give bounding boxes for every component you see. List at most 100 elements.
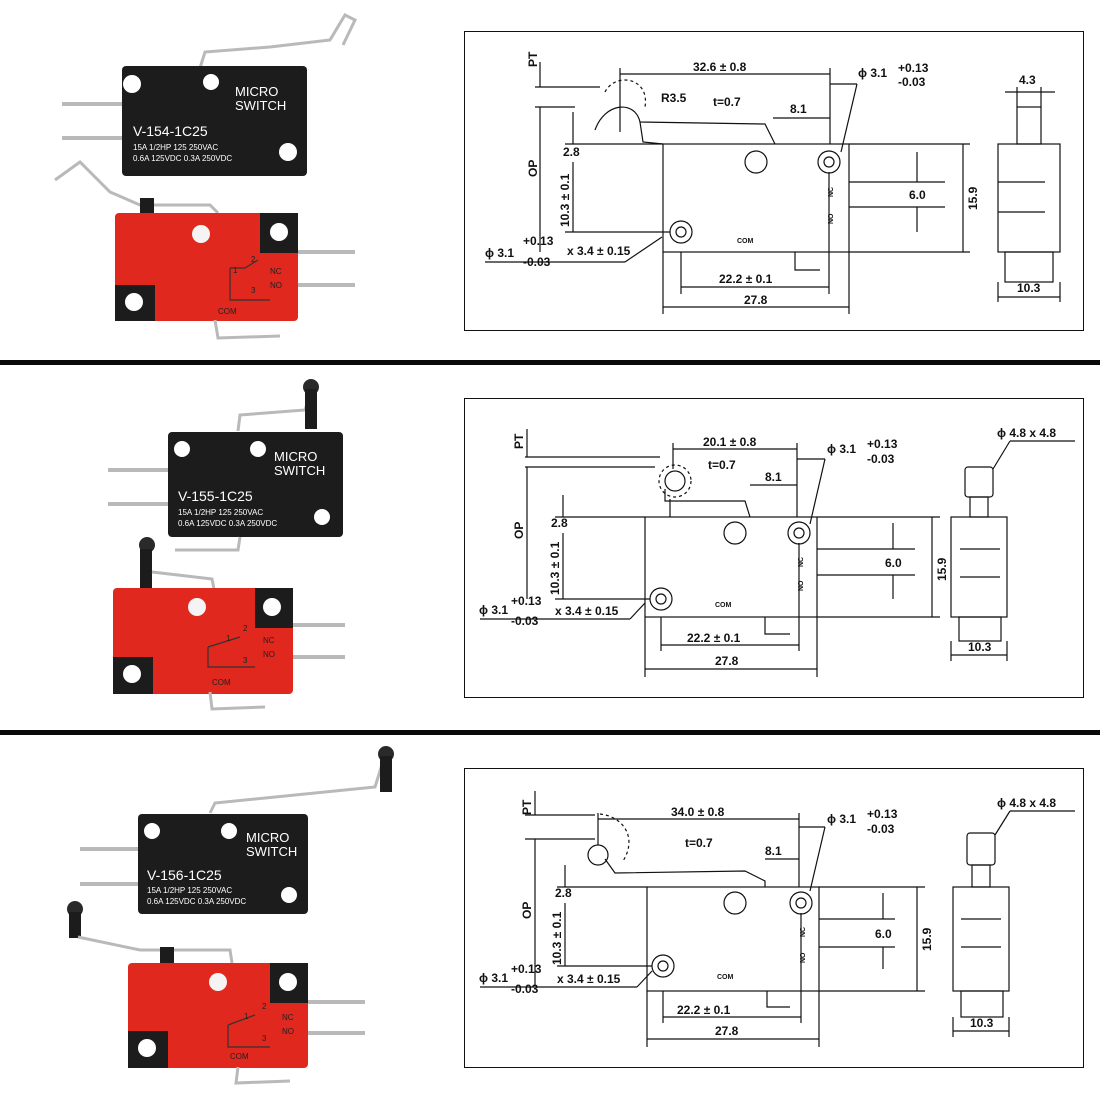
mounting-hole (221, 823, 237, 839)
separator (0, 360, 1100, 365)
label-micro: MICRO (246, 830, 289, 845)
roller-travel (599, 813, 630, 862)
plunger (69, 912, 81, 938)
mounting-hole (174, 441, 190, 457)
mounting-hole (281, 887, 297, 903)
hole-inner (657, 960, 669, 972)
dim-hole-bot-x: x 3.4 ± 0.15 (557, 972, 621, 986)
black-switch: MICRO SWITCH V-154-1C25 15A 1/2HP 125 25… (62, 13, 357, 176)
pin-label: 1 (233, 266, 238, 275)
section-v154: MICRO SWITCH V-154-1C25 15A 1/2HP 125 25… (0, 0, 1100, 360)
hole (651, 954, 675, 978)
dim-10-3: 10.3 ± 0.1 (558, 173, 572, 227)
plunger (380, 756, 392, 792)
mounting-hole (314, 509, 330, 525)
plunger (305, 389, 317, 429)
wire-lever (208, 754, 387, 814)
red-switch: 1 2 3 NC NO COM (54, 160, 355, 340)
dim-hole-top-minus: -0.03 (867, 452, 895, 466)
black-switch: MICRO SWITCH V-156-1C25 15A 1/2HP 125 25… (80, 746, 394, 914)
hole (723, 521, 747, 545)
drawing-svg: 34.0 ± 0.8 t=0.7 8.1 2.8 PT OP 10.3 ± 0.… (479, 791, 1075, 1047)
drawing-svg: 32.6 ± 0.8 R3.5 t=0.7 8.1 2.8 PT OP 10.3… (485, 51, 1061, 314)
dim-22-2: 22.2 ± 0.1 (677, 1003, 731, 1017)
dim-side-bot: 10.3 (970, 1016, 994, 1030)
hole (744, 150, 768, 174)
side-base (958, 616, 1002, 642)
mounting-hole (270, 223, 288, 241)
section-v156: MICRO SWITCH V-156-1C25 15A 1/2HP 125 25… (0, 737, 1100, 1097)
dim-hole-bot-x: x 3.4 ± 0.15 (567, 244, 631, 258)
mounting-hole (123, 665, 141, 683)
side-base (1004, 251, 1054, 283)
mounting-hole (203, 74, 219, 90)
dim-10-3: 10.3 ± 0.1 (548, 541, 562, 595)
wire-lever (236, 388, 314, 432)
nc-label: NC (798, 557, 805, 567)
dim-27-8: 27.8 (715, 1024, 739, 1038)
roller (664, 470, 686, 492)
dim-hole-bot-plus: +0.13 (523, 234, 554, 248)
switch-photo-v155: MICRO SWITCH V-155-1C25 15A 1/2HP 125 25… (108, 379, 345, 711)
wire-lever (175, 536, 242, 552)
rating-label: 0.6A 125VDC 0.3A 250VDC (178, 519, 277, 528)
dim-hole-top-plus: +0.13 (867, 437, 898, 451)
wire-lever (213, 319, 281, 340)
mounting-hole (144, 823, 160, 839)
switch-photo-v154: MICRO SWITCH V-154-1C25 15A 1/2HP 125 25… (54, 13, 357, 340)
dim-27-8: 27.8 (744, 293, 768, 307)
side-roller (964, 466, 994, 498)
rating-label: 15A 1/2HP 125 250VAC (133, 143, 218, 152)
model-label: V-155-1C25 (178, 488, 253, 504)
model-label: V-154-1C25 (133, 123, 208, 139)
mounting-hole (192, 225, 210, 243)
roller (587, 844, 609, 866)
wire-lever (208, 691, 266, 711)
black-switch: MICRO SWITCH V-155-1C25 15A 1/2HP 125 25… (108, 379, 343, 552)
body-outline (662, 143, 850, 253)
body-outline (644, 516, 818, 618)
dim-8-1: 8.1 (790, 102, 807, 116)
dim-pt: PT (526, 51, 540, 67)
hole (817, 150, 841, 174)
dim-radius: R3.5 (661, 91, 687, 105)
no-label: NO (828, 213, 835, 224)
dim-27-8: 27.8 (715, 654, 739, 668)
section-v155: MICRO SWITCH V-155-1C25 15A 1/2HP 125 25… (0, 367, 1100, 727)
dim-hole-top: ϕ 3.1 (827, 812, 856, 826)
nc-label: NC (828, 187, 835, 197)
label-switch: SWITCH (274, 463, 325, 478)
lever-travel (604, 79, 646, 108)
nc-label: NC (270, 267, 282, 276)
dim-hole-bot: ϕ 3.1 (479, 603, 508, 617)
no-label: NO (282, 1027, 294, 1036)
wire-lever (77, 935, 234, 964)
dim-15-9: 15.9 (935, 557, 949, 581)
dim-22-2: 22.2 ± 0.1 (719, 272, 773, 286)
dim-hole-bot: ϕ 3.1 (485, 246, 514, 260)
pin-label: 3 (251, 286, 256, 295)
hole (789, 891, 813, 915)
dim-hole-bot-minus: -0.03 (511, 982, 539, 996)
pin-label: 1 (244, 1012, 249, 1021)
com-label: COM (715, 602, 732, 609)
mounting-hole (279, 143, 297, 161)
label-micro: MICRO (235, 84, 278, 99)
hole (787, 521, 811, 545)
pin-label: 1 (226, 634, 231, 643)
dim-hole-top: ϕ 3.1 (858, 66, 887, 80)
lever (604, 858, 766, 887)
red-switch: 1 2 3 NC NO COM (113, 537, 345, 711)
dim-lever-length: 20.1 ± 0.8 (703, 435, 757, 449)
dim-6-0: 6.0 (885, 556, 902, 570)
red-switch: 1 2 3 NC NO COM (67, 901, 365, 1085)
hole-inner (675, 226, 687, 238)
drawing-svg: 20.1 ± 0.8 t=0.7 8.1 2.8 PT OP 10.3 ± 0.… (479, 426, 1075, 677)
model-label: V-156-1C25 (147, 867, 222, 883)
dim-side-bot: 10.3 (968, 640, 992, 654)
dim-hole-bot-plus: +0.13 (511, 594, 542, 608)
pin-label: 2 (251, 255, 256, 264)
dim-hole-top-minus: -0.03 (898, 75, 926, 89)
dim-lever-length: 34.0 ± 0.8 (671, 805, 725, 819)
circuit-symbol (207, 636, 255, 668)
